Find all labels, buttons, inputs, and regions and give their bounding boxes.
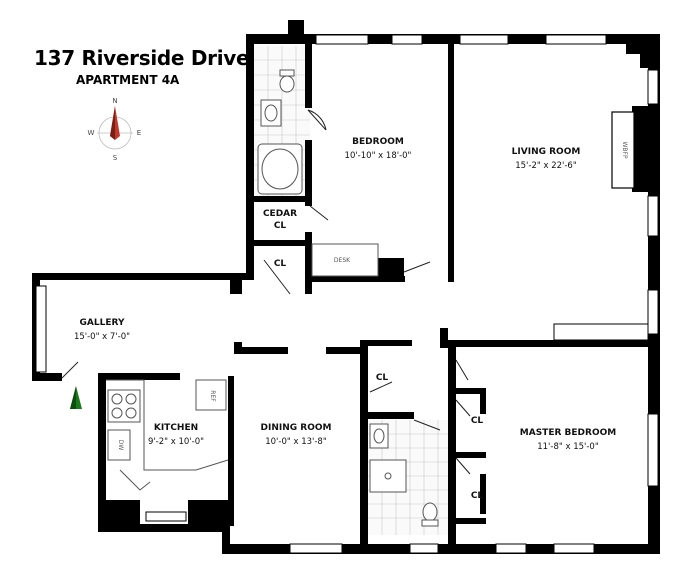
- compass-north: N: [112, 97, 117, 105]
- bedroom-name: BEDROOM: [352, 137, 404, 147]
- cedar-closet-line2: CL: [274, 221, 287, 231]
- apartment-subtitle: APARTMENT 4A: [76, 73, 180, 87]
- refrigerator-label: REF: [209, 390, 216, 402]
- dining-room-size: 10'-0" x 13'-8": [265, 437, 327, 447]
- sink-upper: [260, 99, 282, 127]
- compass-east: E: [137, 129, 141, 137]
- dishwasher-label: DW: [117, 440, 124, 451]
- dishwasher: DW: [107, 429, 131, 461]
- fireplace: WBFP: [611, 111, 635, 189]
- hall-closet-label: CL: [376, 373, 389, 383]
- shower: [369, 459, 407, 493]
- refrigerator: REF: [195, 379, 227, 411]
- desk: DESK: [311, 243, 379, 277]
- master-bedroom-size: 11'-8" x 15'-0": [537, 442, 599, 452]
- bathtub: [257, 143, 303, 195]
- kitchen-counter: [106, 379, 229, 491]
- kitchen-size: 9'-2" x 10'-0": [148, 437, 204, 447]
- windows: [35, 34, 659, 554]
- dining-room-name: DINING ROOM: [261, 423, 332, 433]
- compass-west: W: [88, 129, 95, 137]
- bedroom-size: 10'-10" x 18'-0": [345, 151, 412, 161]
- kitchen-name: KITCHEN: [154, 423, 198, 433]
- master-bedroom-name: MASTER BEDROOM: [520, 428, 616, 438]
- gallery-name: GALLERY: [80, 318, 125, 328]
- cedar-closet-line1: CEDAR: [263, 209, 297, 219]
- stove: [107, 389, 141, 423]
- toilet-upper: [279, 69, 295, 93]
- bedroom-closet-label: CL: [274, 259, 287, 269]
- door-swings: [61, 109, 471, 475]
- toilet-lower: [421, 502, 439, 527]
- master-closet-2-label: CL: [471, 491, 484, 501]
- gallery-size: 15'-0" x 7'-0": [74, 332, 130, 342]
- compass-icon: N S E W: [88, 97, 142, 162]
- desk-label: DESK: [334, 257, 351, 264]
- living-room-name: LIVING ROOM: [512, 147, 581, 157]
- living-room-size: 15'-2" x 22'-6": [515, 161, 577, 171]
- compass-south: S: [113, 154, 118, 162]
- sink-lower: [369, 423, 389, 449]
- plan-title: 137 Riverside Drive: [34, 46, 250, 70]
- fireplace-label: WBFP: [621, 141, 628, 159]
- room-labels: BEDROOM 10'-10" x 18'-0" LIVING ROOM 15'…: [74, 137, 616, 501]
- master-closet-1-label: CL: [471, 416, 484, 426]
